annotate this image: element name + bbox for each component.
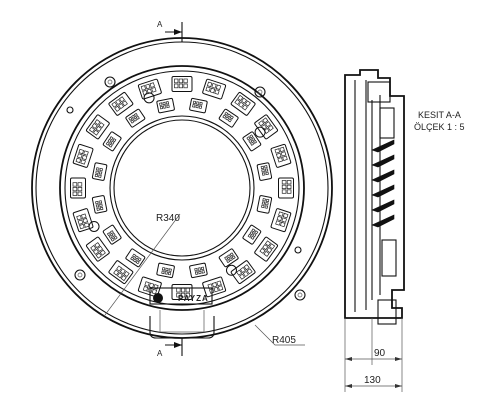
pattern-cell	[270, 208, 292, 233]
pattern-cell	[230, 92, 256, 116]
pattern-cell	[254, 114, 278, 140]
pattern-cell	[218, 108, 239, 128]
frame-hole	[254, 86, 266, 98]
section-rib	[371, 184, 395, 198]
dim-arrow	[395, 384, 402, 388]
section-view: 90 130 KESIT A-A ÖLÇEK 1 : 5	[344, 69, 465, 392]
frame-hole	[297, 292, 303, 298]
pattern-cell	[256, 162, 273, 181]
section-mid-block	[379, 107, 395, 139]
radius-outer-label: R405	[272, 335, 296, 346]
brand-plate	[149, 287, 213, 305]
outer-frame-ring-inner	[35, 41, 329, 335]
section-lower-block	[381, 239, 397, 277]
radius-inner-label: R340	[156, 213, 180, 224]
section-marker-bottom: A	[157, 349, 163, 358]
brand-text: PAYZA	[178, 294, 209, 303]
pattern-cell	[230, 260, 256, 284]
section-rib	[371, 154, 395, 168]
dim-arrow	[395, 357, 402, 361]
pattern-cell	[137, 78, 162, 100]
pattern-cell	[156, 262, 175, 279]
pattern-cell	[102, 224, 122, 245]
pattern-cell	[218, 248, 239, 268]
pattern-cell	[125, 108, 146, 128]
pattern-cell	[156, 97, 175, 114]
section-marker-top: A	[157, 20, 163, 29]
cover-ring-inner	[64, 70, 300, 306]
inner-ring-inner	[113, 119, 251, 257]
pattern-cell	[108, 260, 134, 284]
dimension-total: 130	[364, 375, 381, 386]
frame-hole	[257, 89, 263, 95]
section-arrow-top	[174, 29, 182, 35]
inner-ring-outer	[109, 115, 255, 261]
frame-hole	[104, 76, 116, 88]
brand-dot	[153, 293, 163, 303]
dim-arrow	[345, 357, 352, 361]
pattern-cell	[86, 114, 110, 140]
pattern-cell	[242, 131, 262, 152]
pattern-cell	[70, 177, 86, 199]
section-bottom-block	[377, 299, 397, 325]
frame-hole	[107, 79, 113, 85]
pattern-cell	[171, 284, 193, 300]
plan-view: A A PAYZA R340 R405	[31, 20, 333, 358]
frame-hole	[66, 106, 74, 114]
pattern-cell	[242, 224, 262, 245]
section-ribs	[371, 139, 395, 228]
frame-hole	[294, 246, 302, 254]
frame-hole	[294, 289, 306, 301]
cover-bolt	[225, 264, 237, 276]
pattern-cell	[72, 208, 94, 233]
section-rib	[371, 214, 395, 228]
pattern-cell	[102, 131, 122, 152]
section-arrow-bottom	[174, 342, 182, 348]
pattern-cell	[270, 143, 292, 168]
pattern-cell	[254, 236, 278, 262]
section-top-block	[367, 81, 391, 103]
dim-arrow	[345, 384, 352, 388]
pattern-cell	[202, 78, 227, 100]
radius-leader-outer	[254, 324, 305, 346]
pattern-cell	[72, 143, 94, 168]
pattern-cell	[189, 262, 208, 279]
frame-lug-inner	[159, 310, 205, 333]
cover-ring-outer	[59, 65, 305, 311]
frame-lug	[149, 316, 215, 339]
radius-leader-inner	[104, 213, 181, 316]
frame-hole	[74, 269, 86, 281]
dimension-depth: 90	[374, 348, 386, 359]
pattern-cell	[91, 195, 108, 214]
pattern-cell	[108, 92, 134, 116]
pattern-cell	[137, 276, 162, 298]
pattern-cell	[171, 76, 193, 92]
cover-bolt	[254, 126, 266, 138]
pattern-cell	[91, 162, 108, 181]
cover-bolt	[88, 220, 100, 232]
section-title: KESIT A-A	[418, 110, 461, 120]
pattern-cell	[256, 195, 273, 214]
pattern-cell	[125, 248, 146, 268]
frame-hole	[77, 272, 83, 278]
pattern-cell	[189, 97, 208, 114]
pattern-cell	[278, 177, 294, 199]
scale-label: ÖLÇEK 1 : 5	[414, 122, 465, 132]
cover-pattern	[70, 76, 294, 300]
section-profile-inner	[354, 80, 381, 312]
section-rib	[371, 199, 395, 213]
pattern-cell	[86, 236, 110, 262]
section-profile-outer	[344, 69, 405, 319]
section-rib	[371, 169, 395, 183]
cover-bolt	[143, 92, 155, 104]
section-rib	[371, 139, 395, 153]
